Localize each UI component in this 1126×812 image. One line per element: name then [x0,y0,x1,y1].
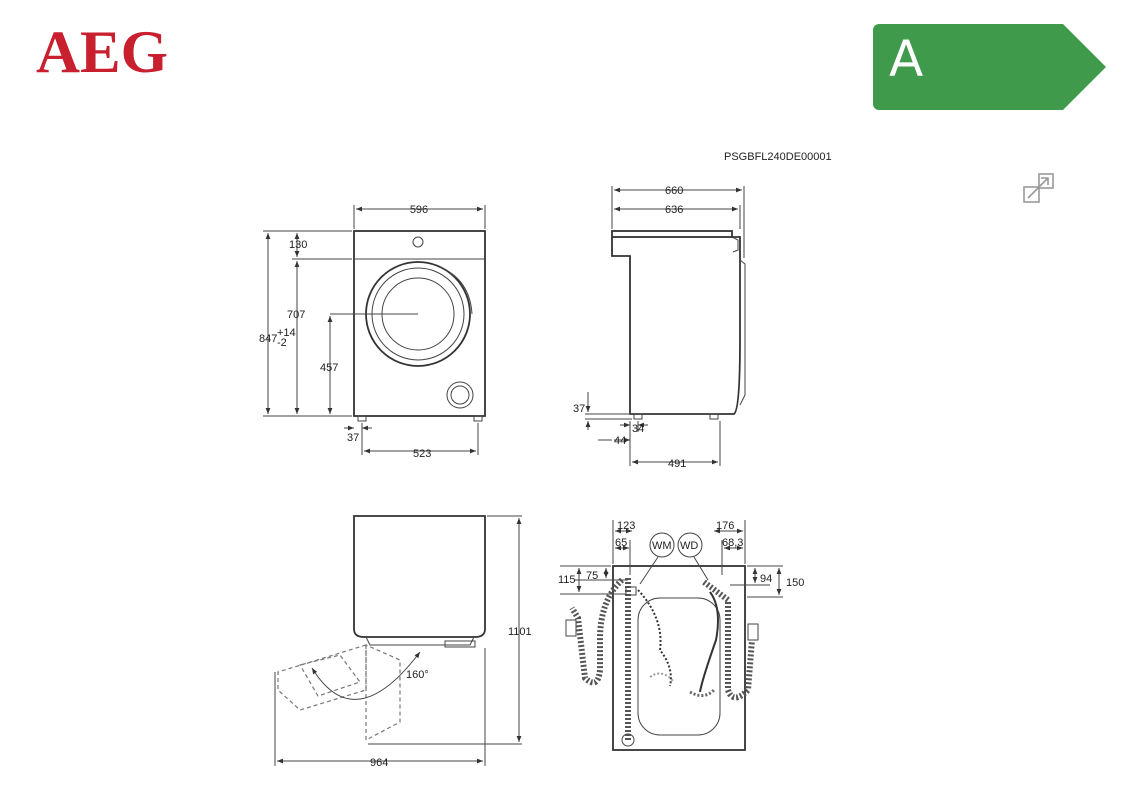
dim-top-panel: 130 [289,239,307,251]
energy-class-letter: A [889,30,924,88]
dim-front-width: 596 [410,204,428,216]
dim-total-height-tol-minus: -2 [277,337,287,349]
energy-class-badge: A [873,24,1106,110]
dim-total-depth: 660 [665,185,683,197]
rear-view-dimensions: WM WD 123 65 115 75 176 68,3 150 94 [558,520,804,595]
dim-rear-right-inner-height: 94 [760,573,772,585]
dim-door-angle: 160° [406,669,429,681]
dim-side-foot-spacing: 491 [668,458,686,470]
dim-rear-left-inner: 65 [615,537,627,549]
aeg-logo-text: AEG [36,22,168,76]
dim-drum-center-height: 707 [287,309,305,321]
dim-depth-door-open: 1101 [508,626,532,638]
dim-width-door-open: 964 [370,757,388,769]
dim-body-depth: 636 [665,204,683,216]
dim-rear-right-height: 150 [786,577,804,589]
reference-code: PSGBFL240DE00001 [724,151,832,163]
top-view [274,515,522,766]
rear-label-wm: WM [652,540,672,552]
side-view-dimensions: 660 636 37 34 44 491 [573,185,742,470]
side-view [585,186,746,466]
front-view-dimensions: 596 130 707 847 +14 -2 457 37 523 [259,204,483,460]
dim-rear-left-offset: 123 [617,520,635,532]
dim-door-center-height: 457 [320,362,338,374]
aeg-logo: AEG [36,22,168,76]
dim-rear-left-height: 115 [558,574,576,586]
front-view [263,205,486,455]
dim-total-height: 847 [259,333,277,345]
dim-rear-left-inner-height: 75 [586,570,598,582]
dim-rear-right-offset: 176 [716,520,734,532]
rear-label-wd: WD [680,540,698,552]
rear-view [560,520,783,751]
dim-side-foot-offset-front: 34 [632,423,644,435]
dim-rear-right-inner: 68,3 [722,537,743,549]
expand-icon[interactable] [1021,170,1057,206]
top-view-dimensions: 1101 160° 964 [277,518,532,769]
dim-front-foot-spacing: 523 [413,448,431,460]
dim-total-height-tol-plus: +14 [277,327,296,339]
dim-side-foot-height: 37 [573,403,585,415]
dim-side-foot-offset-side: 44 [614,435,626,447]
dim-front-foot-offset: 37 [347,432,359,444]
